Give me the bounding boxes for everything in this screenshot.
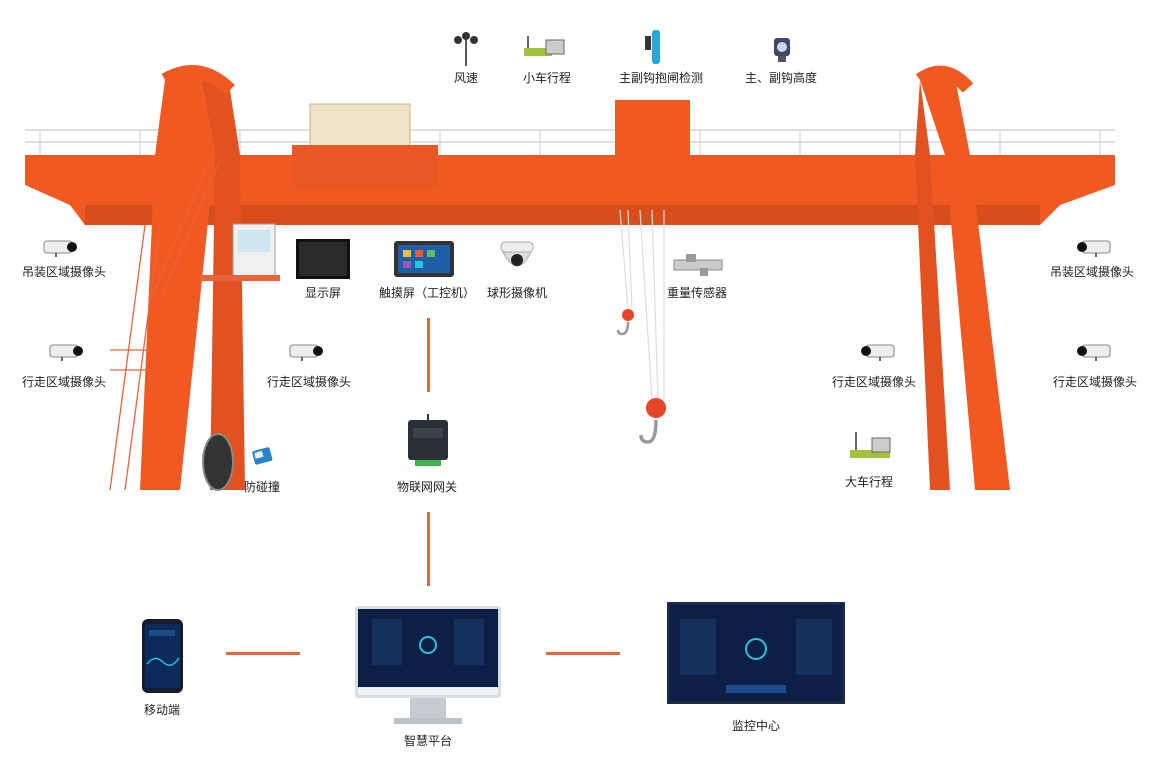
sensor-label-trolley-travel: 小车行程: [522, 71, 572, 85]
device-label-dome-camera: 球形摄像机: [486, 286, 548, 300]
hook-height-encoder-icon: [768, 32, 796, 64]
trolley: [615, 100, 690, 155]
dome-camera-icon: [497, 240, 537, 276]
right-leg-arch: [915, 65, 974, 93]
device-label-display: 显示屏: [304, 286, 342, 300]
device-label-anti-collision: 防碰撞: [243, 480, 281, 494]
right-gantry-leg: [920, 78, 1010, 490]
left-leg-arch: [161, 65, 235, 96]
left-gantry-leg: [140, 75, 215, 490]
auxiliary-hook: [616, 321, 630, 336]
sensor-label-brake-detection: 主副钩抱闸检测: [618, 71, 704, 85]
bullet-camera-icon: [48, 342, 86, 362]
access-stairs: [109, 159, 221, 491]
anemometer-icon: [453, 32, 479, 66]
trolley-frame: [292, 145, 438, 187]
gantry-travel-sensor-icon: [848, 430, 896, 464]
electrical-house: [309, 103, 411, 149]
mobile-phone-icon: [141, 618, 184, 694]
left-leg-brace: [200, 75, 245, 490]
bullet-camera-icon: [1074, 342, 1112, 362]
terminal-label-mobile: 移动端: [143, 703, 181, 717]
camera-label-right-walk-inner: 行走区域摄像头: [831, 375, 917, 389]
auxiliary-hook-block: [622, 309, 634, 321]
connector-gateway-to-platform: [427, 512, 430, 586]
display-monitor-icon: [295, 238, 351, 280]
girder-railing-posts: [39, 130, 1101, 155]
sensor-label-wind-speed: 风速: [453, 71, 479, 85]
bullet-camera-icon: [42, 238, 80, 258]
hoist-ropes: [619, 209, 665, 401]
terminal-label-monitor-center: 监控中心: [731, 719, 781, 733]
iot-gateway-icon: [405, 414, 451, 470]
weight-sensor-icon: [672, 252, 724, 278]
touchscreen-panel-icon: [393, 240, 455, 278]
bullet-camera-icon: [858, 342, 896, 362]
monitor-center-screen-icon: [666, 601, 846, 705]
device-label-weight-sensor: 重量传感器: [666, 286, 728, 300]
connector-platform-to-monitor: [546, 652, 620, 655]
camera-label-right-hoist: 吊装区域摄像头: [1049, 265, 1135, 279]
connector-cab-to-gateway: [427, 318, 430, 392]
main-hook: [639, 419, 658, 444]
camera-label-right-walk-outer: 行走区域摄像头: [1052, 375, 1138, 389]
device-label-iot-gateway: 物联网网关: [396, 480, 458, 494]
platform-monitor-icon: [354, 605, 502, 727]
main-hook-block: [646, 398, 666, 418]
brake-detector-icon: [642, 28, 666, 66]
cab-window: [238, 230, 270, 252]
sensor-label-hook-height: 主、副钩高度: [744, 71, 818, 85]
camera-label-left-hoist: 吊装区域摄像头: [21, 265, 107, 279]
anti-collision-sensor-icon: [250, 443, 274, 467]
trolley-travel-sensor-icon: [522, 34, 570, 64]
connector-mobile-to-platform: [226, 652, 300, 655]
crane-girder-shadow: [85, 205, 1040, 225]
bumper-buffer: [202, 433, 234, 491]
cab-platform: [200, 275, 280, 281]
device-label-gantry-travel: 大车行程: [844, 475, 894, 489]
camera-label-left-walk-outer: 行走区域摄像头: [21, 375, 107, 389]
bullet-camera-icon: [1074, 238, 1112, 258]
camera-label-left-walk-inner: 行走区域摄像头: [266, 375, 352, 389]
right-leg-inner: [915, 80, 950, 490]
terminal-label-platform: 智慧平台: [403, 734, 453, 748]
device-label-touchscreen: 触摸屏（工控机）: [378, 286, 476, 300]
bullet-camera-icon: [288, 342, 326, 362]
